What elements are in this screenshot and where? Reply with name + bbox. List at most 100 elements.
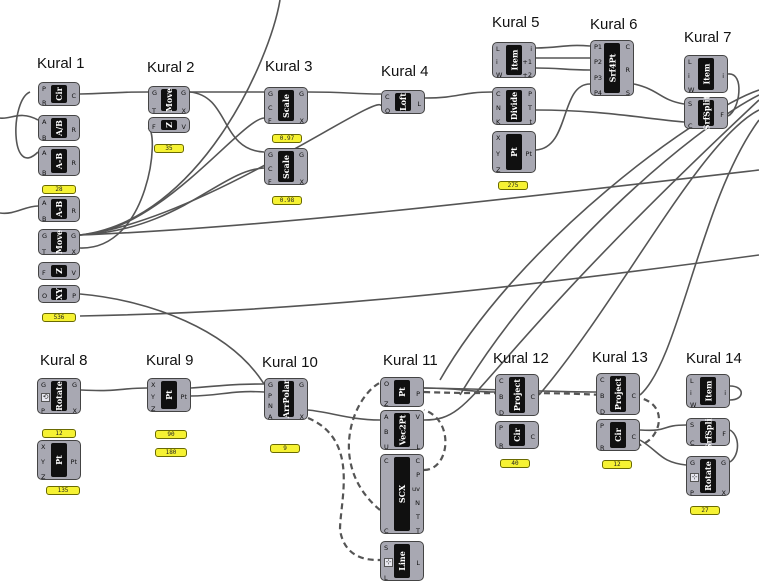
input-port[interactable]: P xyxy=(499,424,503,432)
output-port[interactable]: G xyxy=(298,151,304,159)
input-port[interactable]: X xyxy=(496,134,501,142)
input-port[interactable]: P xyxy=(268,391,272,400)
input-port[interactable]: Y xyxy=(41,458,45,466)
output-port[interactable]: V xyxy=(71,269,76,277)
input-port[interactable]: Y xyxy=(496,150,500,158)
input-port[interactable]: S xyxy=(690,421,695,429)
input-port[interactable]: O xyxy=(385,107,391,115)
input-port[interactable]: P2 xyxy=(594,58,603,67)
input-port[interactable]: Z xyxy=(151,405,156,413)
input-port[interactable]: Z xyxy=(496,166,501,174)
input-port[interactable]: C xyxy=(688,122,693,130)
input-port[interactable]: P1 xyxy=(594,43,603,51)
number-panel[interactable]: 90 xyxy=(155,430,187,439)
input-port[interactable]: A xyxy=(42,149,47,157)
output-port[interactable]: T xyxy=(416,513,420,521)
input-port[interactable]: P3 xyxy=(594,73,603,82)
input-port[interactable]: P xyxy=(42,85,46,93)
number-panel[interactable]: 28 xyxy=(42,185,76,194)
output-port[interactable]: C xyxy=(71,92,76,100)
input-port[interactable]: G xyxy=(152,89,158,97)
input-port[interactable]: Y xyxy=(151,393,155,401)
output-port[interactable]: uv xyxy=(412,485,420,493)
output-port[interactable]: R xyxy=(625,66,630,74)
input-port[interactable]: W xyxy=(688,86,695,94)
number-panel[interactable]: 12 xyxy=(42,429,76,438)
component-line11[interactable]: LineSDLL⊹ xyxy=(380,541,424,582)
number-panel[interactable]: 12 xyxy=(602,460,632,469)
output-port[interactable]: T xyxy=(416,527,420,535)
number-panel[interactable]: 0.97 xyxy=(272,134,302,143)
input-port[interactable]: B xyxy=(42,169,47,177)
input-port[interactable]: C xyxy=(384,527,389,535)
component-rotate8[interactable]: RotateGAPGX⟲ xyxy=(37,378,81,415)
input-port[interactable]: R xyxy=(42,99,47,107)
output-port[interactable]: V xyxy=(415,413,420,421)
input-port[interactable]: F xyxy=(42,269,46,277)
number-panel[interactable]: 35 xyxy=(154,144,184,153)
input-port[interactable]: C xyxy=(690,439,695,447)
output-port[interactable]: S xyxy=(625,89,630,97)
input-port[interactable]: i xyxy=(496,58,498,66)
input-port[interactable]: Z xyxy=(41,473,46,481)
input-port[interactable]: A xyxy=(268,413,273,421)
input-port[interactable]: i xyxy=(690,389,692,397)
output-port[interactable]: F xyxy=(720,111,724,119)
output-port[interactable]: R xyxy=(71,207,76,215)
input-port[interactable]: P xyxy=(41,407,45,415)
number-panel[interactable]: 275 xyxy=(498,181,528,190)
output-port[interactable]: L xyxy=(417,100,421,108)
output-port[interactable]: X xyxy=(299,413,304,421)
input-port[interactable]: W xyxy=(690,401,697,409)
input-port[interactable]: F xyxy=(268,117,272,125)
input-port[interactable]: B xyxy=(600,392,605,400)
number-panel[interactable]: 40 xyxy=(500,459,530,468)
number-panel[interactable]: 9 xyxy=(270,444,300,453)
input-port[interactable]: L xyxy=(384,574,388,582)
output-port[interactable]: X xyxy=(181,107,186,115)
input-port[interactable]: A xyxy=(42,199,47,207)
output-port[interactable]: Pt xyxy=(525,150,532,158)
output-port[interactable]: T xyxy=(528,104,532,112)
input-port[interactable]: L xyxy=(496,45,500,53)
input-port[interactable]: B xyxy=(42,134,47,142)
output-port[interactable]: G xyxy=(71,381,77,389)
input-port[interactable]: W xyxy=(496,71,503,79)
output-port[interactable]: C xyxy=(530,433,535,441)
input-port[interactable]: N xyxy=(496,104,501,112)
output-port[interactable]: i xyxy=(724,389,726,397)
input-port[interactable]: L xyxy=(688,58,692,66)
input-port[interactable]: K xyxy=(496,118,501,126)
input-port[interactable]: G xyxy=(268,151,274,159)
input-port[interactable]: O xyxy=(384,380,390,388)
output-port[interactable]: t xyxy=(529,118,532,126)
input-port[interactable]: U xyxy=(384,443,389,451)
input-port[interactable]: G xyxy=(268,381,274,389)
output-port[interactable]: C xyxy=(625,43,630,51)
input-port[interactable]: B xyxy=(42,215,47,223)
output-port[interactable]: V xyxy=(181,123,186,131)
input-port[interactable]: C xyxy=(385,93,390,101)
output-port[interactable]: G xyxy=(720,459,726,467)
input-port[interactable]: F xyxy=(268,178,272,186)
number-panel[interactable]: 135 xyxy=(46,486,80,495)
